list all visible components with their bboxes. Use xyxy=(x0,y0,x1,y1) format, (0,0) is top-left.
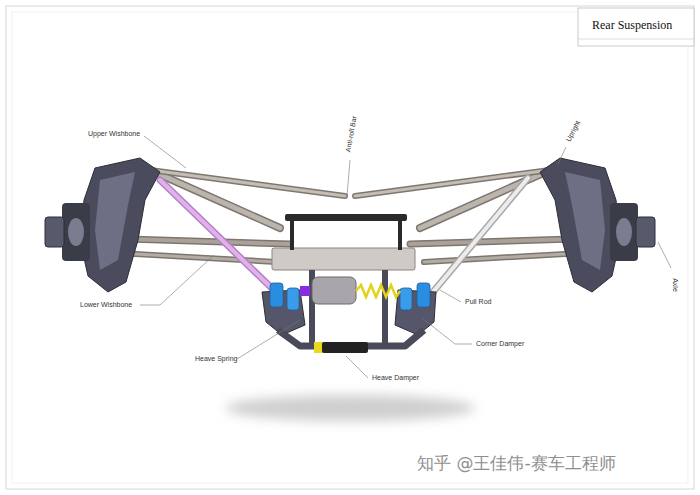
drawing-frame xyxy=(6,6,694,489)
leader-line xyxy=(347,160,350,196)
pull-rod xyxy=(160,180,282,298)
watermark: 知乎 @王佳伟-赛车工程师 xyxy=(417,455,616,472)
leader-line xyxy=(658,242,671,268)
part-label: Corner Damper xyxy=(476,340,524,347)
chassis-plate xyxy=(272,248,415,270)
part-label: Axle xyxy=(672,278,679,292)
heave-spring xyxy=(356,285,400,297)
title-block-rule xyxy=(578,39,694,40)
corner-damper xyxy=(400,288,412,310)
spring-mount xyxy=(300,286,310,296)
part-label: Heave Damper xyxy=(372,374,419,381)
part-label: Heave Spring xyxy=(195,355,237,362)
corner-damper xyxy=(417,283,430,307)
leader-line xyxy=(346,356,368,378)
leader-lines xyxy=(140,136,671,378)
left-side xyxy=(45,158,345,292)
drawing-frame xyxy=(12,12,688,483)
drawing-title: Rear Suspension xyxy=(592,19,672,31)
part-label: Pull Rod xyxy=(465,298,491,305)
leader-line xyxy=(144,136,186,168)
drop-link xyxy=(398,218,402,250)
leader-line xyxy=(140,255,214,305)
part-label: Upright xyxy=(565,119,582,142)
part-label: Upper Wishbone xyxy=(88,130,140,137)
rocker-post xyxy=(382,270,388,345)
part-label: Lower Wishbone xyxy=(80,301,132,308)
pull-rod xyxy=(428,178,528,298)
corner-damper xyxy=(270,283,283,307)
drop-link xyxy=(290,218,294,250)
heave-damper-end xyxy=(314,342,323,353)
title-block xyxy=(578,8,694,46)
part-label: Anti-roll Bar xyxy=(344,115,357,152)
leader-line xyxy=(422,318,472,344)
ground-shadow xyxy=(225,395,475,421)
right-side xyxy=(355,158,655,292)
leader-line xyxy=(237,320,300,359)
leader-line xyxy=(440,290,461,302)
pull-rod xyxy=(160,180,282,298)
heave-spring-canister xyxy=(312,277,356,304)
pull-rod xyxy=(428,178,528,298)
heave-damper xyxy=(322,342,368,353)
anti-roll-bar xyxy=(285,214,407,221)
leader-line xyxy=(558,147,566,164)
corner-damper xyxy=(287,288,299,310)
